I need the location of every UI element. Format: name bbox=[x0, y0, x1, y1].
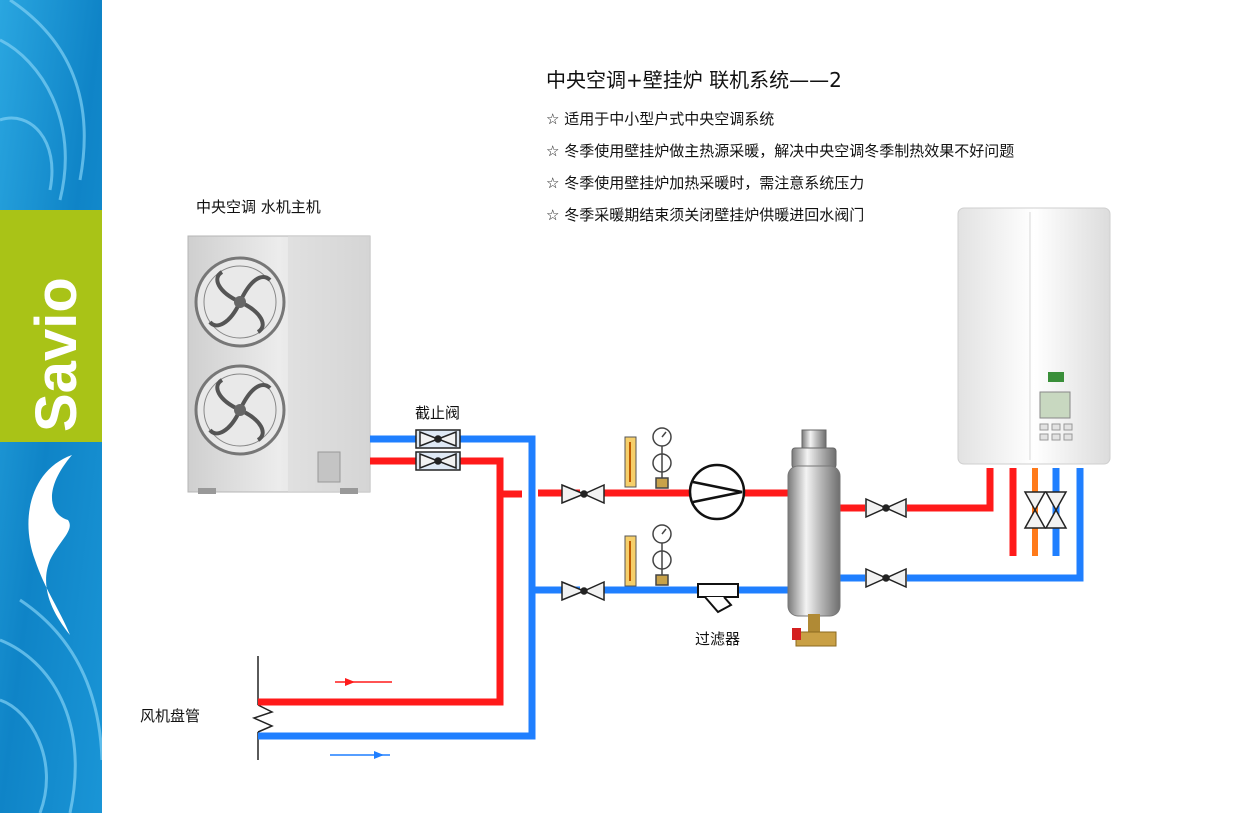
flow-arrow-return bbox=[330, 751, 390, 759]
ball-valve-boiler-return[interactable] bbox=[865, 567, 907, 589]
wall-hung-boiler bbox=[957, 207, 1111, 465]
ball-valve-return[interactable] bbox=[561, 580, 605, 602]
stop-valve-upper[interactable] bbox=[415, 429, 461, 449]
boiler-control-buttons bbox=[1039, 423, 1073, 441]
thermometer-supply bbox=[624, 436, 637, 488]
boiler-inlet-valve-1[interactable] bbox=[1023, 491, 1047, 529]
pressure-gauge-return bbox=[652, 524, 672, 586]
thermometer-return bbox=[624, 535, 637, 587]
fan-top bbox=[194, 256, 286, 348]
swirl-decoration-top bbox=[0, 0, 86, 201]
diagram-title: 中央空调+壁挂炉 联机系统——2 bbox=[546, 68, 842, 92]
fan-bottom bbox=[194, 364, 286, 456]
chiller-label: 中央空调 水机主机 bbox=[196, 198, 321, 216]
ball-valve-boiler-supply[interactable] bbox=[865, 497, 907, 519]
filter-label: 过滤器 bbox=[695, 630, 740, 648]
boiler-inlet-valve-2[interactable] bbox=[1044, 491, 1068, 529]
chiller-unit bbox=[187, 235, 371, 494]
circulation-pump bbox=[688, 463, 746, 521]
swirl-decoration-bottom bbox=[0, 598, 102, 813]
brand-band bbox=[0, 210, 102, 442]
pressure-gauge-supply bbox=[652, 427, 672, 489]
bullet-3: ☆ 冬季使用壁挂炉加热采暖时，需注意系统压力 bbox=[546, 174, 864, 192]
fan-coil-symbol bbox=[251, 656, 274, 760]
ball-valve-supply[interactable] bbox=[561, 483, 605, 505]
stop-valve-label: 截止阀 bbox=[415, 404, 460, 422]
bullet-2: ☆ 冬季使用壁挂炉做主热源采暖，解决中央空调冬季制热效果不好问题 bbox=[546, 142, 1014, 160]
brand-logo-mark bbox=[28, 455, 72, 635]
strainer-filter bbox=[697, 583, 739, 614]
flow-arrow-supply bbox=[335, 678, 392, 686]
return-pipe-network bbox=[258, 435, 1084, 740]
brand-logo-text: Savio bbox=[24, 277, 89, 432]
hydraulic-separator bbox=[787, 429, 841, 647]
stop-valve-lower[interactable] bbox=[415, 451, 461, 471]
bullet-4: ☆ 冬季采暖期结束须关闭壁挂炉供暖进回水阀门 bbox=[546, 206, 864, 224]
bullet-1: ☆ 适用于中小型户式中央空调系统 bbox=[546, 110, 774, 128]
fan-coil-label: 风机盘管 bbox=[140, 707, 200, 725]
brand-sidebar: Savio bbox=[0, 0, 102, 813]
